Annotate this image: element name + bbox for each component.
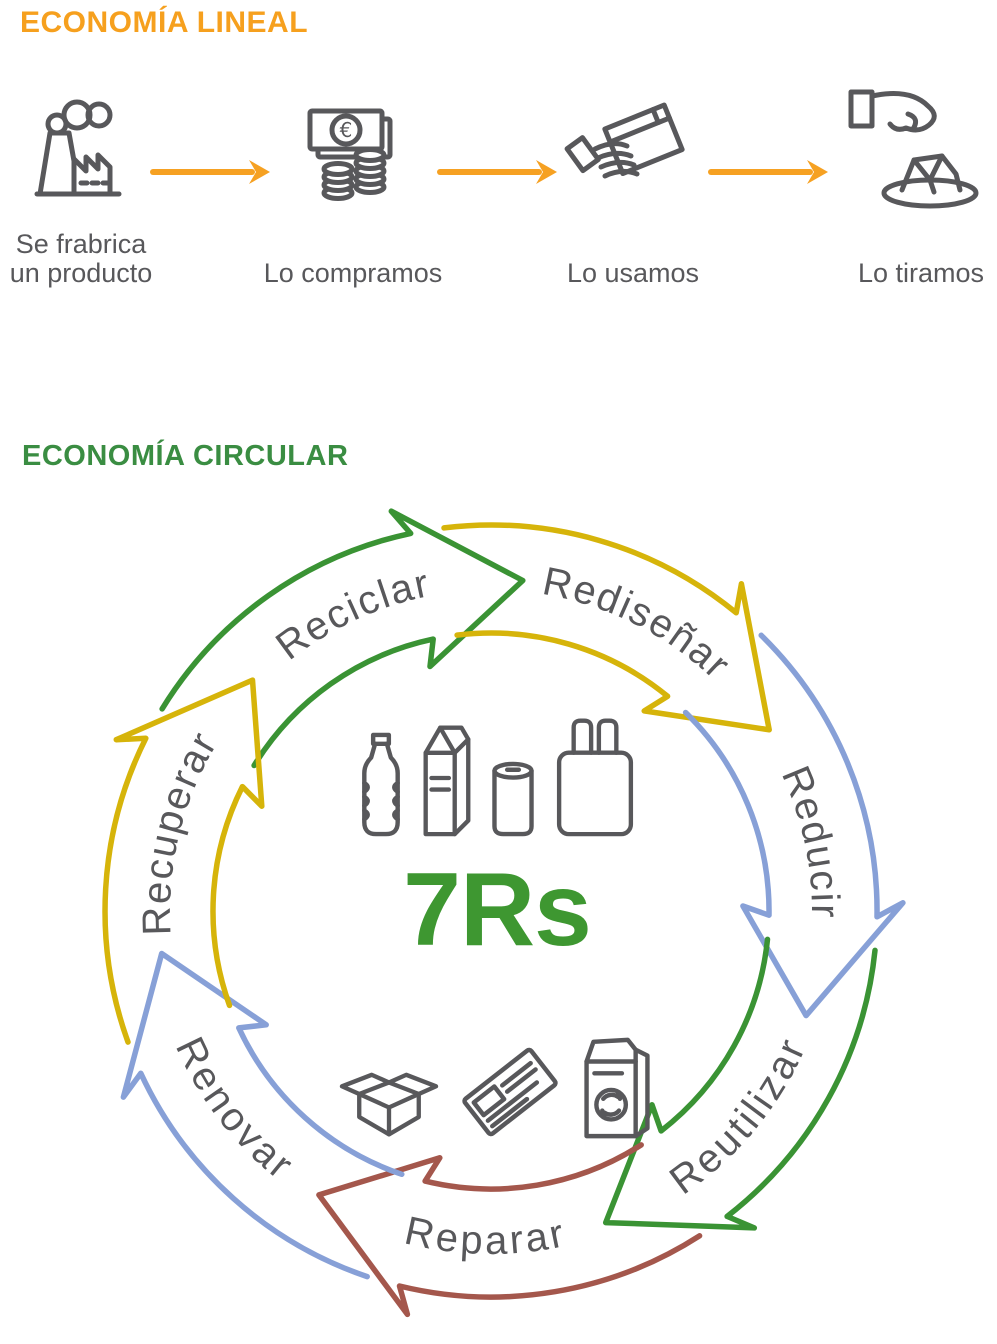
seven-rs-label: 7Rs [403, 852, 592, 968]
linear-step-manufacture: Se frabrica un producto [1, 86, 161, 288]
recycled-goods-icons-row [336, 1026, 656, 1142]
beverage-carton-icon [423, 725, 471, 837]
cycle-arrow-label: Reparar [401, 1208, 570, 1263]
circular-economy-title: ECONOMÍA CIRCULAR [22, 440, 349, 472]
cycle-arrow-rediseñar [441, 522, 772, 733]
step-label: Lo compramos [263, 257, 443, 288]
linear-economy-title: ECONOMÍA LINEAL [20, 6, 309, 39]
packaging-icons-row [360, 700, 636, 838]
product-in-hand-icon [564, 86, 699, 216]
step-label: Lo tiramos [857, 257, 985, 288]
factory-icon [25, 86, 137, 216]
linear-step-discard: Lo tiramos [845, 86, 997, 288]
cycle-arrow-label: Reutilizar [662, 1031, 815, 1203]
cycle-arrow-label: Reducir [773, 760, 847, 920]
cycle-arrow-label: Renovar [167, 1030, 302, 1188]
cycle-arrow-reparar [316, 1142, 703, 1318]
throw-away-icon [846, 86, 996, 216]
newspaper-icon [462, 1047, 558, 1137]
cycle-arrow-reutilizar [602, 936, 878, 1231]
cycle-arrow-reciclar [159, 508, 526, 769]
cycle-arrow-reducir [682, 632, 906, 1019]
linear-step-use: Lo usamos [533, 86, 733, 288]
flow-arrow-icon [150, 160, 270, 184]
step-label: Se frabrica un producto [9, 228, 153, 288]
linear-step-buy: € Lo compramos [253, 86, 453, 288]
step-label: Lo usamos [566, 257, 700, 288]
cardboard-box-icon [339, 1072, 439, 1137]
plastic-bag-icon [556, 718, 634, 837]
svg-text:€: € [340, 118, 353, 142]
soda-can-icon [492, 761, 534, 837]
money-icon: € [300, 86, 406, 216]
detergent-carton-icon [584, 1037, 650, 1139]
flow-arrow-icon [708, 160, 828, 184]
flow-arrow-icon [437, 160, 557, 184]
plastic-bottle-icon [362, 732, 400, 837]
cycle-arrow-label: Rediseñar [539, 559, 740, 688]
cycle-arrow-renovar [120, 950, 405, 1280]
cycle-arrow-recuperar [102, 677, 265, 1045]
